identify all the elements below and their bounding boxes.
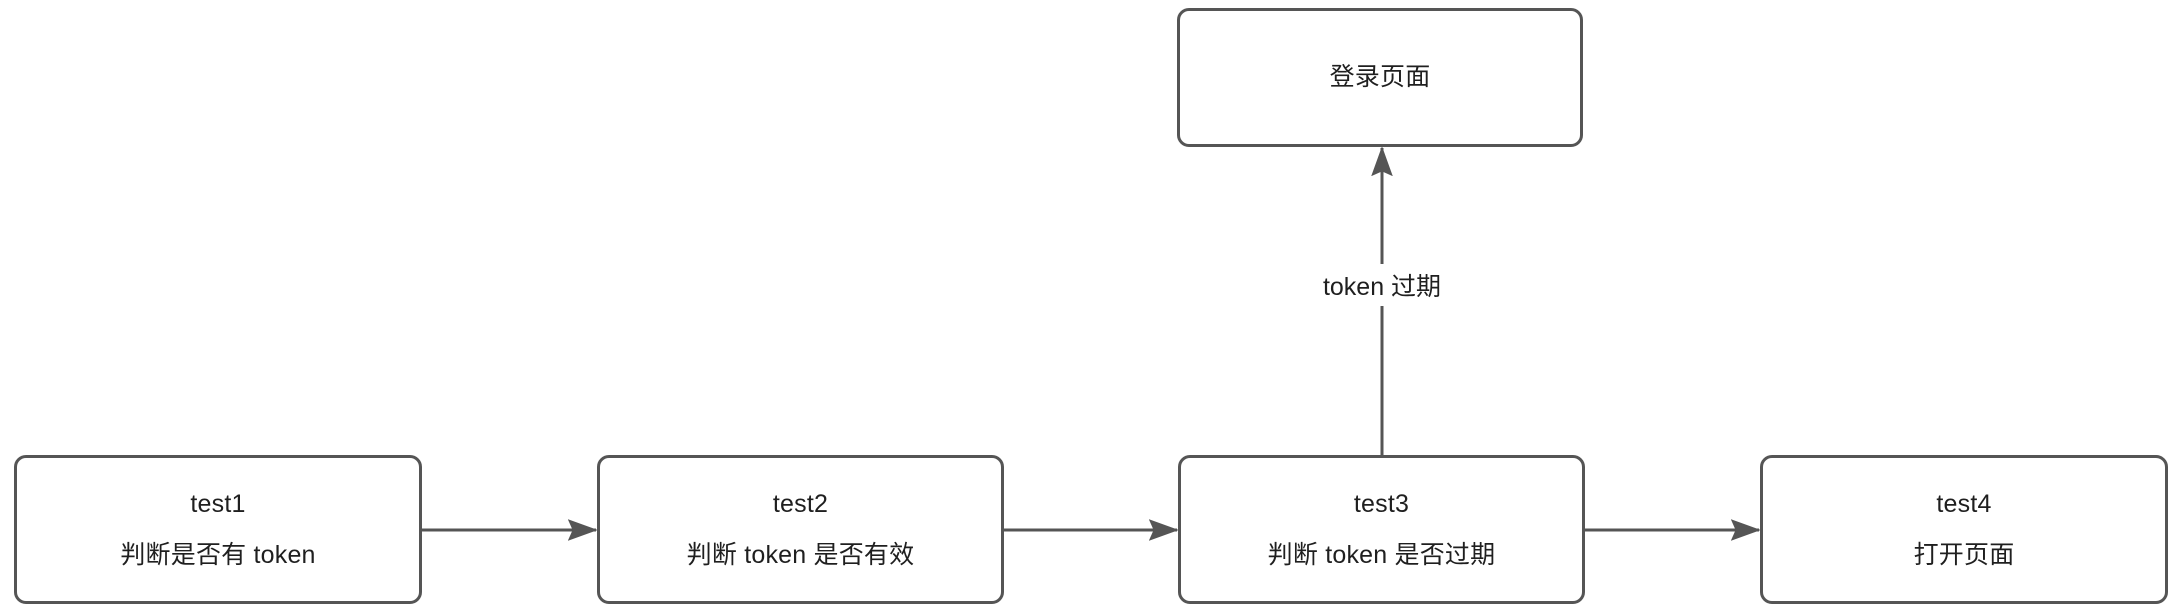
node-test1[interactable]: test1 判断是否有 token <box>14 455 422 604</box>
node-test3-subtitle: 判断 token 是否过期 <box>1267 540 1496 569</box>
node-test4-title: test4 <box>1936 489 1992 518</box>
node-test2-subtitle: 判断 token 是否有效 <box>686 540 915 569</box>
node-test1-subtitle: 判断是否有 token <box>120 540 316 569</box>
node-login[interactable]: 登录页面 <box>1177 8 1583 147</box>
node-test4-subtitle: 打开页面 <box>1913 540 2015 569</box>
node-login-title: 登录页面 <box>1329 63 1431 91</box>
node-test3-title: test3 <box>1353 489 1410 518</box>
node-test2-title: test2 <box>772 489 829 518</box>
node-test2[interactable]: test2 判断 token 是否有效 <box>597 455 1004 604</box>
node-test4[interactable]: test4 打开页面 <box>1760 455 2168 604</box>
node-test1-title: test1 <box>190 489 246 518</box>
node-test3[interactable]: test3 判断 token 是否过期 <box>1178 455 1585 604</box>
edge-label-token-expired: token 过期 <box>1314 264 1450 306</box>
